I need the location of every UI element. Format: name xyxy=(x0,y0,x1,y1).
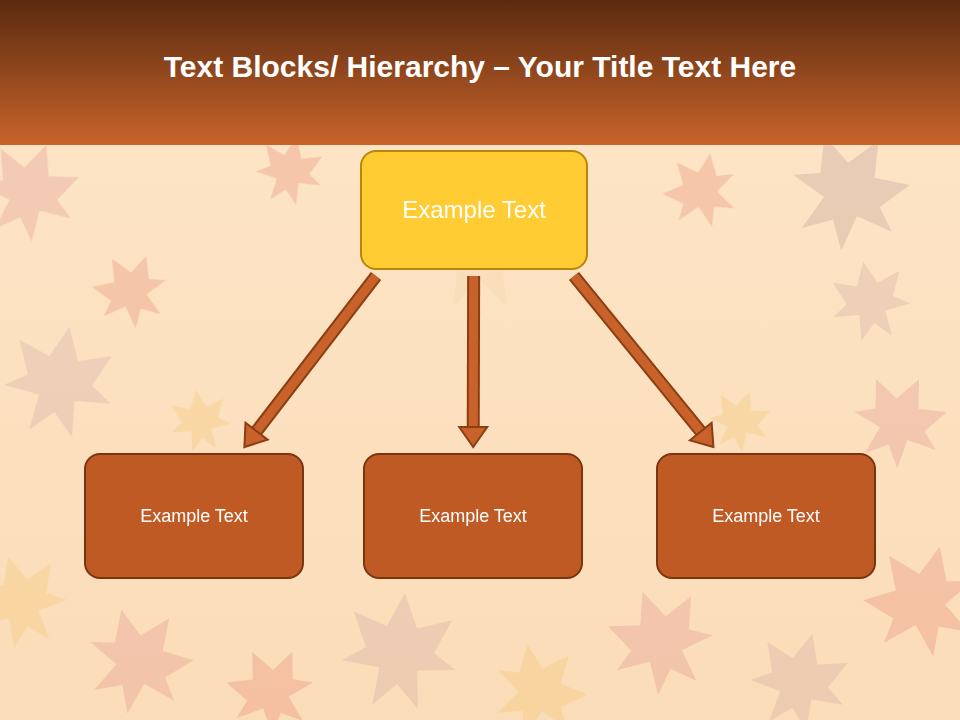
arrow-head xyxy=(244,423,267,447)
leaf xyxy=(0,317,123,442)
child-box: Example Text xyxy=(656,453,876,579)
box-text: Example Text xyxy=(712,506,820,527)
leaf xyxy=(595,575,726,706)
hierarchy-arrow xyxy=(574,276,713,447)
arrow-head xyxy=(459,427,487,447)
arrow-outline xyxy=(255,276,376,433)
box-text: Example Text xyxy=(402,196,546,224)
leaf xyxy=(649,139,750,240)
hierarchy-arrow xyxy=(459,276,487,447)
leaf xyxy=(214,634,326,720)
box-text: Example Text xyxy=(140,506,248,527)
leaf xyxy=(825,255,915,345)
arrow-outline xyxy=(467,276,480,429)
leaf xyxy=(338,588,462,712)
leaf xyxy=(0,128,92,251)
arrow-shaft xyxy=(255,276,376,433)
child-box: Example Text xyxy=(363,453,583,579)
leaf-pattern xyxy=(0,112,960,720)
box-text: Example Text xyxy=(419,506,527,527)
header-bar xyxy=(0,0,960,145)
arrow-shaft xyxy=(574,276,702,433)
leaf xyxy=(477,627,604,720)
leaf xyxy=(69,589,211,720)
child-box: Example Text xyxy=(84,453,304,579)
slide-title: Text Blocks/ Hierarchy – Your Title Text… xyxy=(164,50,796,84)
arrow-outline xyxy=(574,276,702,433)
leaf xyxy=(0,545,75,655)
top-box: Example Text xyxy=(360,150,588,270)
title-row: Text Blocks/ Hierarchy – Your Title Text… xyxy=(0,50,960,84)
arrow-shaft xyxy=(469,276,478,429)
arrow-head xyxy=(690,423,713,447)
leaf xyxy=(166,386,234,454)
hierarchy-arrow xyxy=(244,276,376,447)
leaf xyxy=(81,241,179,339)
leaf xyxy=(741,621,859,720)
